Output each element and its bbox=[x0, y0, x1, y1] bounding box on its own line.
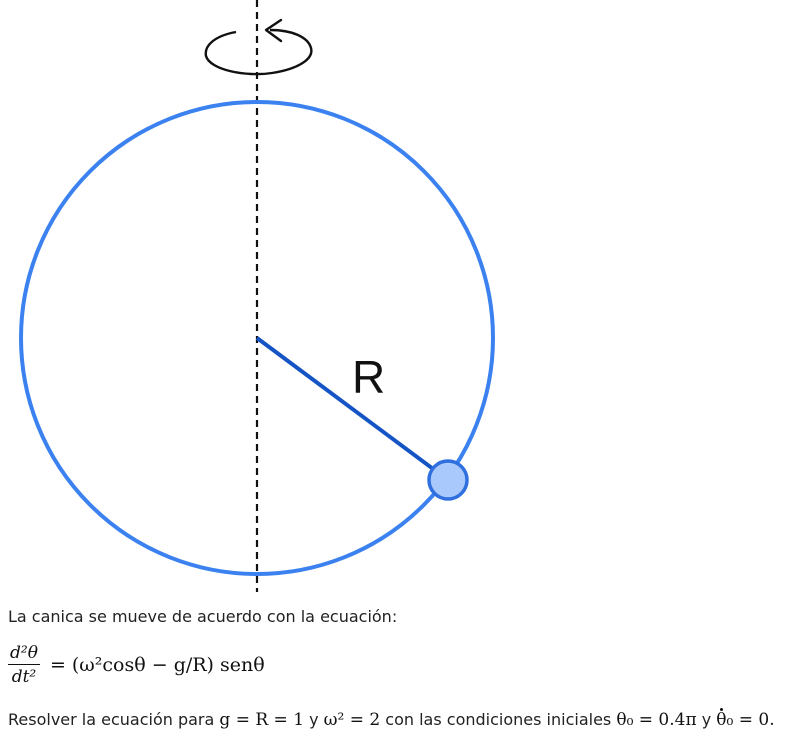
theta-dot-rest: ₀ = 0. bbox=[726, 710, 775, 730]
radius-label: R bbox=[352, 351, 385, 403]
equation-numerator: d²θ bbox=[8, 643, 40, 665]
condition-omega: ω² = 2 bbox=[323, 710, 381, 730]
radius-line bbox=[255, 336, 450, 482]
equation-rhs: = (ω²cosθ − g/R) senθ bbox=[49, 654, 265, 676]
bead-marble bbox=[427, 459, 469, 501]
equation-of-motion: d²θ dt² = (ω²cosθ − g/R) senθ bbox=[8, 638, 265, 692]
bead-on-rotating-hoop-diagram: R bbox=[19, 0, 495, 592]
equation-fraction: d²θ dt² bbox=[8, 643, 40, 687]
condition-g-r: g = R = 1 bbox=[219, 710, 305, 730]
equation-denominator: dt² bbox=[11, 667, 37, 687]
condition-theta-dot0: θ₀ = 0. bbox=[716, 708, 775, 730]
task-middle: con las condiciones iniciales bbox=[380, 710, 617, 729]
task-and-2: y bbox=[696, 710, 717, 729]
condition-theta0: θ₀ = 0.4π bbox=[616, 710, 697, 730]
hoop-circle bbox=[19, 100, 495, 576]
intro-text: La canica se mueve de acuerdo con la ecu… bbox=[8, 607, 398, 626]
task-prefix: Resolver la ecuación para bbox=[8, 710, 220, 729]
rotation-arrow-icon bbox=[204, 18, 313, 76]
task-text: Resolver la ecuación para g = R = 1 y ω²… bbox=[8, 708, 775, 730]
theta-dot-symbol: θ bbox=[716, 708, 727, 730]
task-and-1: y bbox=[304, 710, 324, 729]
